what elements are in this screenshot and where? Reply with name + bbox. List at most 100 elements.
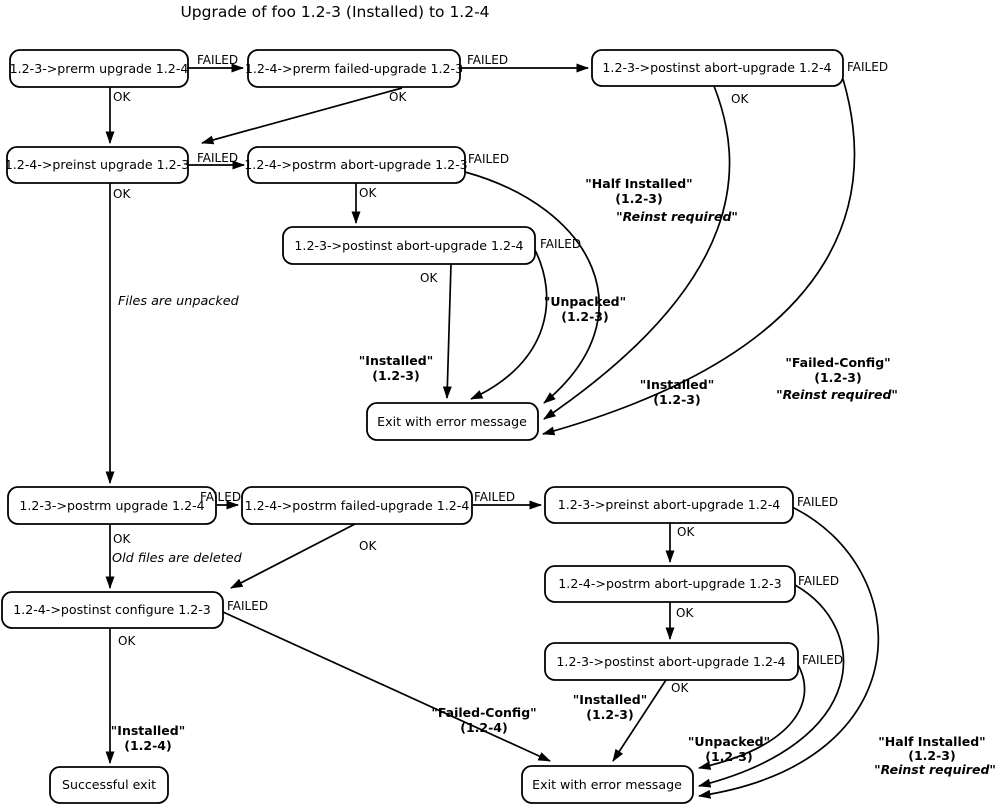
node-exit-error-bottom-box xyxy=(521,765,694,804)
state-label-half-installed-bottom: "Half Installed" (1.2-3) "Reinst require… xyxy=(874,734,996,777)
failed-label-11: FAILED xyxy=(802,653,843,667)
state-label-line: "Unpacked" xyxy=(688,734,770,749)
ok-label-8: OK xyxy=(359,539,377,553)
state-label-line: "Reinst required" xyxy=(776,387,898,402)
node-prerm-upgrade-label: 1.2-3->prerm upgrade 1.2-4 xyxy=(10,61,189,76)
node-postrm-upgrade: 1.2-3->postrm upgrade 1.2-4 xyxy=(7,486,217,525)
edge-postinst-abort-bottom-ok-to-exit-error-bottom xyxy=(612,679,667,762)
failed-label-4: FAILED xyxy=(197,151,238,165)
state-label-line: "Failed-Config" xyxy=(785,355,890,370)
node-prerm-upgrade: 1.2-3->prerm upgrade 1.2-4 xyxy=(9,49,189,88)
state-label-line: "Installed" xyxy=(359,353,433,368)
node-postrm-failed-upgrade-label: 1.2-4->postrm failed-upgrade 1.2-4 xyxy=(245,498,470,513)
state-label-line: (1.2-4) xyxy=(124,738,171,753)
node-exit-error-mid: Exit with error message xyxy=(366,402,539,441)
edge-postrm-abort-failed-to-exit-error xyxy=(464,171,600,404)
failed-label-1: FAILED xyxy=(197,53,238,67)
state-label-line: (1.2-3) xyxy=(705,749,752,764)
node-postrm-abort-mid-label: 1.2-4->postrm abort-upgrade 1.2-3 xyxy=(244,157,467,172)
failed-label-6: FAILED xyxy=(540,237,581,251)
failed-label-10: FAILED xyxy=(798,574,839,588)
node-successful-exit-label: Successful exit xyxy=(62,777,156,792)
failed-label-2: FAILED xyxy=(467,53,508,67)
ok-label-6: OK xyxy=(420,271,438,285)
state-label-line: "Unpacked" xyxy=(544,294,626,309)
ok-label-3: OK xyxy=(731,92,749,106)
node-postrm-abort-mid-box xyxy=(247,146,466,184)
node-prerm-upgrade-box xyxy=(9,49,189,88)
edge-postinst-abort-mid-ok-to-exit-error xyxy=(442,263,452,399)
node-preinst-upgrade-label: 1.2-4->preinst upgrade 1.2-3 xyxy=(5,157,190,172)
node-preinst-abort-box xyxy=(544,486,794,524)
edge-postrm-abort-bottom-failed-to-exit-error-bottom xyxy=(698,584,845,788)
node-exit-error-bottom-label: Exit with error message xyxy=(532,777,682,792)
state-label-line: (1.2-3) xyxy=(653,392,700,407)
state-label-installed-new: "Installed" (1.2-4) xyxy=(111,723,185,753)
node-preinst-upgrade: 1.2-4->preinst upgrade 1.2-3 xyxy=(5,146,190,184)
state-label-line: "Installed" xyxy=(111,723,185,738)
node-postrm-abort-bottom-label: 1.2-4->postrm abort-upgrade 1.2-3 xyxy=(558,576,781,591)
node-postrm-abort-mid: 1.2-4->postrm abort-upgrade 1.2-3 xyxy=(244,146,468,184)
edge-postinst-abort-top-failed-to-exit-error xyxy=(542,78,856,436)
node-postinst-abort-top-box xyxy=(591,49,844,87)
node-postrm-upgrade-box xyxy=(7,486,217,525)
edge-postrm-failed-upgrade-ok-to-postinst-configure xyxy=(230,523,356,589)
node-postinst-abort-top: 1.2-3->postinst abort-upgrade 1.2-4 xyxy=(591,49,844,87)
failed-label-5: FAILED xyxy=(468,152,509,166)
node-postinst-configure-label: 1.2-4->postinst configure 1.2-3 xyxy=(13,602,211,617)
node-postrm-failed-upgrade: 1.2-4->postrm failed-upgrade 1.2-4 xyxy=(241,486,473,525)
node-postrm-abort-bottom: 1.2-4->postrm abort-upgrade 1.2-3 xyxy=(544,565,796,603)
state-label-failed-config-top: "Failed-Config" (1.2-3) "Reinst required… xyxy=(776,355,898,402)
node-prerm-failed-upgrade: 1.2-4->prerm failed-upgrade 1.2-3 xyxy=(245,49,463,88)
state-label-line: (1.2-3) xyxy=(372,368,419,383)
node-prerm-failed-upgrade-box xyxy=(247,49,461,88)
node-postinst-abort-bottom-box xyxy=(544,642,799,681)
node-postrm-failed-upgrade-box xyxy=(241,486,473,525)
state-label-line: "Half Installed" xyxy=(585,176,692,191)
node-postinst-configure: 1.2-4->postinst configure 1.2-3 xyxy=(1,591,224,629)
state-label-installed-mid-left: "Installed" (1.2-3) xyxy=(359,353,433,383)
node-postinst-abort-mid: 1.2-3->postinst abort-upgrade 1.2-4 xyxy=(282,226,536,265)
ok-label-5: OK xyxy=(359,186,377,200)
diagram-title: Upgrade of foo 1.2-3 (Installed) to 1.2-… xyxy=(180,3,489,21)
failed-label-3: FAILED xyxy=(847,60,888,74)
node-exit-error-mid-label: Exit with error message xyxy=(377,414,527,429)
ok-label-1: OK xyxy=(113,90,131,104)
state-label-half-installed-top: "Half Installed" (1.2-3) "Reinst require… xyxy=(585,176,738,224)
state-label-line: (1.2-3) xyxy=(586,707,633,722)
node-successful-exit: Successful exit xyxy=(49,766,169,804)
failed-label-8: FAILED xyxy=(474,490,515,504)
ok-label-10: OK xyxy=(676,606,694,620)
failed-label-12: FAILED xyxy=(227,599,268,613)
edge-postinst-abort-mid-failed-to-exit-error xyxy=(470,249,548,400)
node-preinst-upgrade-box xyxy=(6,146,189,184)
ok-label-7: OK xyxy=(113,532,131,546)
node-postinst-abort-top-label: 1.2-3->postinst abort-upgrade 1.2-4 xyxy=(602,60,831,75)
ok-label-9: OK xyxy=(677,525,695,539)
state-label-line: (1.2-4) xyxy=(460,720,507,735)
edge-preinst-abort-failed-to-exit-error-bottom xyxy=(698,506,879,799)
ok-label-4: OK xyxy=(113,187,131,201)
edge-postinst-configure-failed-to-exit-error-bottom xyxy=(222,611,551,762)
node-postinst-abort-mid-label: 1.2-3->postinst abort-upgrade 1.2-4 xyxy=(294,238,523,253)
edge-postinst-abort-bottom-failed-to-exit-error-bottom xyxy=(698,662,806,770)
node-postrm-upgrade-label: 1.2-3->postrm upgrade 1.2-4 xyxy=(19,498,204,513)
node-postinst-configure-box xyxy=(1,591,224,629)
annotation-old-files-deleted: Old files are deleted xyxy=(112,551,243,566)
failed-label-9: FAILED xyxy=(797,495,838,509)
node-postinst-abort-bottom: 1.2-3->postinst abort-upgrade 1.2-4 xyxy=(544,642,799,681)
edge-postinst-abort-top-ok-to-exit-error xyxy=(543,85,731,420)
ok-label-11: OK xyxy=(671,681,689,695)
state-label-unpacked-mid: "Unpacked" (1.2-3) xyxy=(544,294,626,324)
node-preinst-abort: 1.2-3->preinst abort-upgrade 1.2-4 xyxy=(544,486,794,524)
node-preinst-abort-label: 1.2-3->preinst abort-upgrade 1.2-4 xyxy=(558,497,781,512)
failed-label-7: FAILED xyxy=(200,490,241,504)
node-postrm-abort-bottom-box xyxy=(544,565,796,603)
state-label-line: "Installed" xyxy=(640,377,714,392)
node-prerm-failed-upgrade-label: 1.2-4->prerm failed-upgrade 1.2-3 xyxy=(245,61,463,76)
node-postinst-abort-mid-box xyxy=(282,226,536,265)
state-label-installed-bottom: "Installed" (1.2-3) xyxy=(573,692,647,722)
state-label-line: (1.2-3) xyxy=(561,309,608,324)
